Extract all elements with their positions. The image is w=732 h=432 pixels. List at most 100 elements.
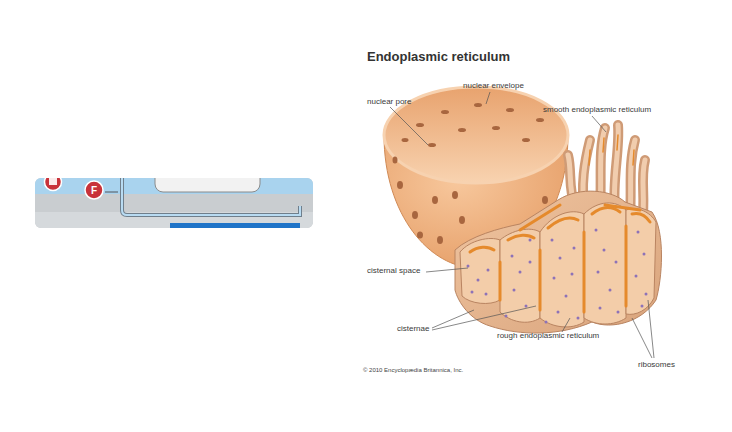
illustration-part (536, 118, 544, 122)
illustration-part (645, 293, 648, 296)
illustration-part (571, 273, 574, 276)
illustration-part (565, 295, 568, 298)
part-label: cisternae (397, 325, 429, 334)
illustration-part (605, 205, 640, 210)
ribosome-dots (467, 229, 648, 324)
illustration-part (500, 229, 540, 322)
illustration-part (525, 305, 528, 308)
illustration-part (393, 157, 398, 164)
illustration-part (467, 265, 470, 268)
illustration-part (615, 261, 618, 264)
illustration-part (437, 236, 443, 244)
illustration-part (522, 138, 530, 142)
leader-lines (390, 92, 654, 358)
illustration-part (122, 178, 300, 215)
illustration-part (597, 271, 600, 274)
illustration-part (412, 211, 418, 219)
illustration-part (562, 318, 570, 332)
illustration-part (603, 138, 604, 152)
illustration-part (432, 306, 536, 330)
illustration-part (402, 138, 409, 142)
illustration-part (85, 181, 103, 199)
illustration-part (617, 311, 620, 314)
cisternal-space (470, 205, 650, 312)
illustration-part (584, 203, 626, 324)
illustration-part (592, 116, 606, 132)
illustration-part (609, 289, 612, 292)
illustration-part (390, 107, 428, 145)
illustration-part (471, 291, 474, 294)
illustration-part (553, 277, 556, 280)
illustration-part (458, 128, 466, 132)
illustration-part (470, 247, 494, 252)
illustration-part (384, 87, 568, 183)
illustration-part (426, 268, 468, 272)
illustration-part (441, 110, 449, 114)
illustration-part (474, 103, 482, 107)
rough-er (455, 191, 662, 333)
illustration-part (559, 257, 562, 260)
illustration-part (49, 178, 57, 185)
illustration-part (557, 311, 560, 314)
illustration-part (105, 191, 118, 193)
illustration-part (45, 178, 62, 191)
illustration-part (643, 253, 646, 256)
illustration-part (155, 178, 260, 192)
illustration-part (485, 293, 488, 296)
illustration-part (573, 247, 576, 250)
illustration-part (477, 279, 480, 282)
illustration-part (545, 321, 548, 324)
illustration-part (452, 191, 458, 199)
illustration-part (486, 92, 490, 104)
illustration-part (539, 250, 542, 310)
illustration-part (592, 208, 620, 214)
illustration-part (648, 300, 654, 358)
illustration-part (625, 226, 628, 306)
illustration-part (499, 262, 502, 300)
illustration-part (460, 203, 656, 327)
illustration-part (540, 212, 584, 327)
illustration-part (599, 307, 602, 310)
illustration-part (520, 205, 560, 230)
part-label: cisternal space (367, 267, 420, 276)
illustration-part (459, 216, 465, 224)
illustration-part (589, 135, 634, 165)
illustration-part (417, 232, 423, 239)
illustration-part (513, 289, 516, 292)
illustration-part (603, 249, 606, 252)
illustration-part (432, 196, 438, 204)
illustration-part (551, 239, 554, 242)
illustration-part (529, 239, 532, 242)
illustration-part (519, 271, 522, 274)
illustration-part (632, 213, 650, 222)
illustration-part (632, 318, 652, 358)
illustration-part (416, 123, 424, 127)
illustration-part (397, 181, 403, 189)
illustration-part (170, 223, 300, 228)
illustration-part (626, 209, 656, 315)
illustration-part (529, 261, 532, 264)
illustration-part (460, 239, 500, 304)
part-label: ribosomes (638, 361, 675, 370)
illustration-part (641, 305, 644, 308)
illustration-part (487, 269, 490, 272)
illustration-part (589, 150, 590, 165)
diagram-title: Endoplasmic reticulum (367, 50, 510, 64)
part-label: nuclear pore (367, 98, 411, 107)
callout-letter: F (91, 185, 97, 196)
part-label: nuclear envelope (463, 82, 524, 91)
part-label: smooth endoplasmic reticulum (543, 106, 651, 115)
illustration-part (511, 255, 514, 258)
illustration-part (542, 196, 548, 204)
illustration-part (633, 150, 634, 165)
illustration-part (122, 178, 300, 215)
copyright-note: © 2010 Encyclopædia Britannica, Inc. (363, 367, 463, 374)
illustration-part (548, 218, 578, 228)
illustration-part (506, 108, 514, 112)
illustration-part (635, 275, 638, 278)
illustration-part (637, 231, 640, 234)
illustration-part (455, 191, 662, 333)
illustration-part (617, 135, 618, 150)
illustration-part (577, 317, 580, 320)
